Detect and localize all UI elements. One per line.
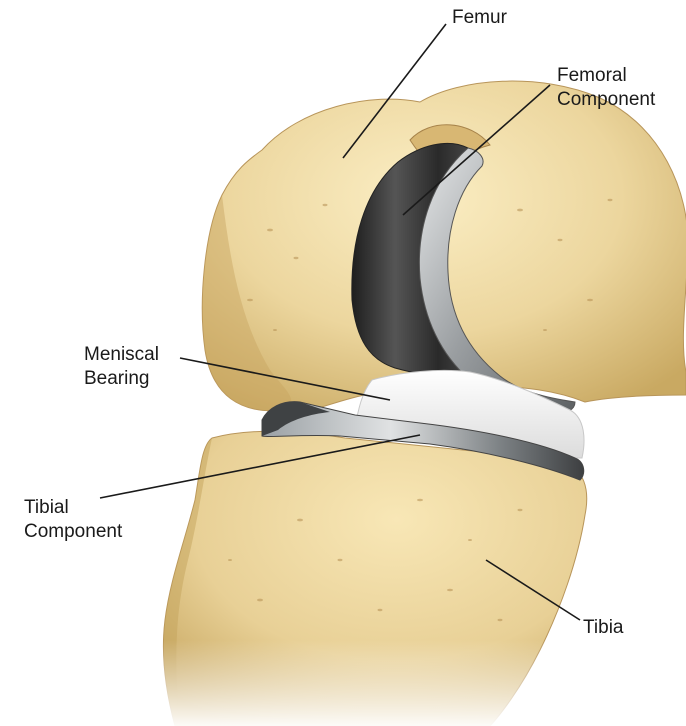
tibial-component-label: Tibial Component [24,496,122,544]
femoral-component-label-line2: Component [557,88,655,112]
femur-label: Femur [452,6,507,30]
femoral-component-label: Femoral Component [557,64,655,112]
meniscal-bearing-label: Meniscal Bearing [84,343,159,391]
tibial-component-label-line1: Tibial [24,496,122,520]
meniscal-bearing-label-line2: Bearing [84,367,159,391]
tibia-fade [150,640,570,726]
tibia-label: Tibia [583,616,623,640]
femoral-component-label-line1: Femoral [557,64,655,88]
meniscal-bearing-label-line1: Meniscal [84,343,159,367]
tibial-component-label-line2: Component [24,520,122,544]
